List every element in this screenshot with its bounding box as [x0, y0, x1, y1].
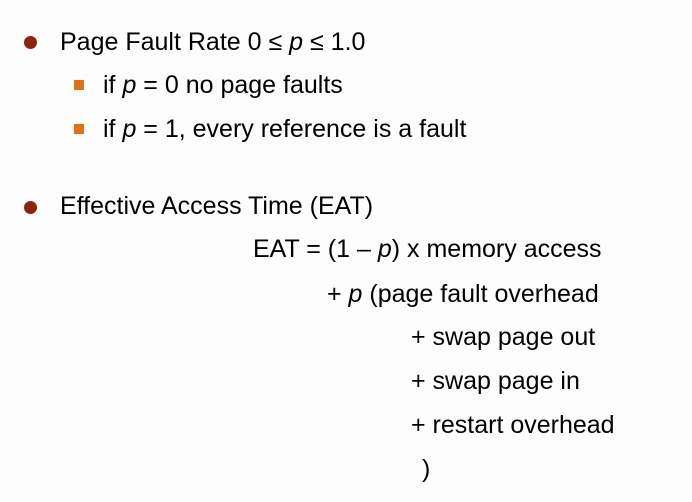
eat-formula-line-1: EAT = (1 – p) x memory access: [253, 234, 602, 264]
sub-item-p-one: if p = 1, every reference is a fault: [103, 114, 466, 144]
sub-item-var: p: [122, 71, 137, 99]
sub-item-suffix: = 0 no page faults: [136, 71, 343, 99]
page-fault-rate-line: Page Fault Rate 0 ≤ p ≤ 1.0: [60, 27, 365, 57]
eat-heading: Effective Access Time (EAT): [60, 192, 374, 220]
formula-var: p: [377, 235, 392, 263]
page-fault-rate-prefix: Page Fault Rate 0 ≤: [60, 28, 290, 56]
eat-formula-line-5: + restart overhead: [411, 411, 615, 439]
formula-text: +: [327, 280, 349, 308]
sub-item-prefix: if: [103, 71, 123, 99]
formula-text: ) x memory access: [391, 235, 602, 263]
sub-item-var: p: [122, 115, 137, 143]
eat-formula-line-2: + p (page fault overhead: [327, 279, 599, 309]
square-bullet-icon: [74, 124, 84, 134]
page-fault-rate-suffix: ≤ 1.0: [303, 28, 366, 56]
formula-var: p: [348, 280, 363, 308]
page-fault-rate-var: p: [289, 28, 304, 56]
round-bullet-icon: [24, 201, 37, 214]
eat-formula-line-4: + swap page in: [411, 367, 580, 395]
square-bullet-icon: [74, 80, 84, 90]
sub-item-suffix: = 1, every reference is a fault: [136, 115, 467, 143]
sub-item-p-zero: if p = 0 no page faults: [103, 70, 343, 100]
round-bullet-icon: [24, 36, 37, 49]
formula-text: (page fault overhead: [362, 280, 599, 308]
sub-item-prefix: if: [103, 115, 123, 143]
eat-formula-line-3: + swap page out: [411, 323, 596, 351]
eat-formula-line-6: ): [422, 455, 431, 483]
formula-text: EAT = (1 –: [253, 235, 378, 263]
